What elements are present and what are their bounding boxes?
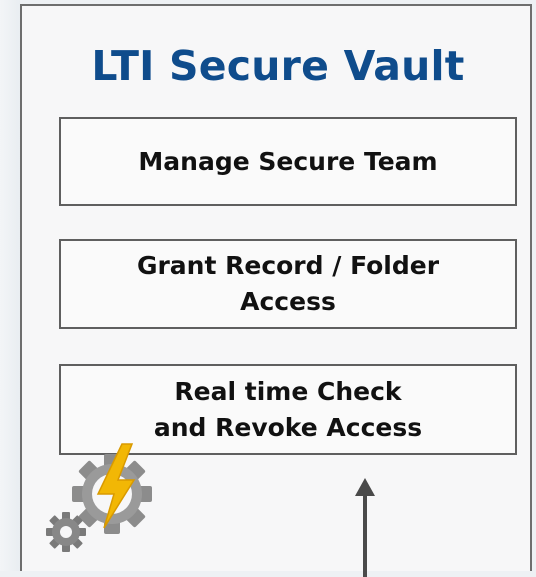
step-check-revoke: Real time Check and Revoke Access (59, 364, 517, 455)
step-label: Real time Check and Revoke Access (153, 376, 423, 442)
arrow-up-icon (355, 478, 375, 577)
background-strip (0, 0, 20, 571)
settings-lightning-icon (46, 443, 152, 552)
step-manage-secure-team: Manage Secure Team (59, 117, 517, 206)
step-label: Manage Secure Team (138, 146, 438, 176)
vault-panel: LTI Secure Vault Manage Secure Team Gran… (20, 4, 532, 577)
step-grant-access: Grant Record / Folder Access (59, 239, 517, 329)
step-label: Grant Record / Folder Access (136, 251, 440, 316)
diagram-title: LTI Secure Vault (91, 42, 465, 90)
